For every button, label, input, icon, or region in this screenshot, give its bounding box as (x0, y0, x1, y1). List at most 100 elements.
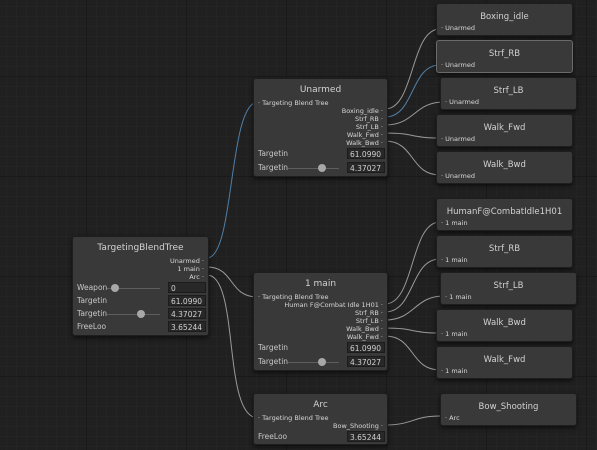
param-value-field[interactable]: 3.65244 (168, 321, 206, 332)
clip-node-strf-lb[interactable]: Strf_LB · 1 main (440, 272, 577, 305)
param-row-freelook: FreeLoo 3.65244 (256, 431, 385, 443)
param-slider-knob[interactable] (318, 358, 326, 366)
node-arc[interactable]: Arc · Targeting Blend Tree Bow_Shooting … (253, 393, 388, 445)
clip-title: Bow_Shooting (478, 402, 539, 412)
wire-main-strfrb (384, 258, 441, 313)
param-row-weapon: Weapon 0 (75, 282, 206, 294)
input-port[interactable]: · 1 main (441, 367, 468, 375)
node-title: TargetingBlendTree (97, 243, 184, 253)
output-port[interactable]: Walk_Fwd · (346, 131, 383, 139)
param-value-field[interactable]: 4.37027 (347, 356, 385, 367)
output-port[interactable]: Human F@Combat Idle 1H01 · (284, 301, 383, 309)
clip-node-boxing-idle[interactable]: Boxing_idle · Unarmed (436, 3, 573, 36)
node-title: Arc (313, 400, 328, 410)
output-port[interactable]: Walk_Bwd · (346, 325, 383, 333)
output-port-unarmed[interactable]: Unarmed · (169, 257, 204, 265)
input-port[interactable]: · Unarmed (441, 24, 476, 32)
wire-unarmed-walkbwd (384, 140, 441, 176)
input-port[interactable]: · 1 main (441, 256, 468, 264)
wire-main-humanf (384, 221, 441, 305)
input-port[interactable]: · Unarmed (441, 61, 476, 69)
clip-title: HumanF@CombatIdle1H01 (446, 207, 563, 217)
wire-unarmed-strfrb (384, 64, 441, 118)
wire-unarmed-walkfwd (384, 132, 441, 139)
param-slider-track[interactable] (288, 362, 339, 363)
node-targeting-blend-tree[interactable]: TargetingBlendTree Unarmed · 1 main · Ar… (72, 236, 209, 336)
wire-main-strflb (384, 295, 445, 321)
output-port[interactable]: Strf_LB · (355, 317, 383, 325)
output-port[interactable]: Boxing_idle · (341, 107, 383, 115)
output-port[interactable]: Strf_RB · (354, 115, 383, 123)
input-port[interactable]: · 1 main (441, 330, 468, 338)
output-port[interactable]: Strf_LB · (355, 123, 383, 131)
param-value-field[interactable]: 3.65244 (347, 431, 385, 442)
param-slider-track[interactable] (288, 168, 339, 169)
input-port[interactable]: · Targeting Blend Tree (258, 293, 329, 301)
param-value-field[interactable]: 61.0990 (347, 148, 385, 159)
output-port[interactable]: Walk_Fwd · (346, 333, 383, 341)
param-value-field[interactable]: 61.0990 (347, 342, 385, 353)
input-port[interactable]: · Unarmed (441, 172, 476, 180)
clip-title: Strf_LB (493, 86, 524, 96)
param-slider-track[interactable] (107, 314, 160, 315)
clip-node-bow-shooting[interactable]: Bow_Shooting · Arc (440, 393, 577, 426)
clip-node-strf-rb[interactable]: Strf_RB · Unarmed (436, 40, 573, 73)
wire-root-unarmed (206, 101, 259, 259)
clip-node-strf-rb[interactable]: Strf_RB · 1 main (436, 235, 573, 268)
clip-title: Walk_Fwd (483, 123, 526, 133)
input-port[interactable]: · Unarmed (441, 135, 476, 143)
param-row-targeting-2: Targetin 4.37027 (256, 356, 385, 368)
param-row-targeting-1: Targetin 61.0990 (75, 295, 206, 307)
clip-node-walk-bwd[interactable]: Walk_Bwd · Unarmed (436, 151, 573, 184)
param-value-field[interactable]: 4.37027 (347, 162, 385, 173)
output-port[interactable]: Walk_Bwd · (346, 139, 383, 147)
clip-title: Boxing_idle (480, 12, 529, 22)
wire-unarmed-strflb (384, 101, 445, 126)
clip-node-walk-bwd[interactable]: Walk_Bwd · 1 main (436, 309, 573, 342)
wire-unarmed-boxing (384, 28, 441, 110)
wire-main-walkbwd (384, 327, 441, 334)
param-row-targeting-1: Targetin 61.0990 (256, 148, 385, 160)
input-port[interactable]: · Targeting Blend Tree (258, 99, 329, 107)
wire-main-walkfwd (384, 335, 441, 371)
param-value-field[interactable]: 0 (168, 282, 206, 293)
param-slider-knob[interactable] (318, 164, 326, 172)
output-ports: Bow_Shooting · (333, 422, 383, 430)
clip-node-strf-lb[interactable]: Strf_LB · Unarmed (440, 77, 577, 110)
clip-title: Walk_Bwd (483, 160, 526, 170)
param-slider-track[interactable] (107, 288, 160, 289)
output-port[interactable]: Strf_RB · (354, 309, 383, 317)
clip-node-humanf-combat-idle[interactable]: HumanF@CombatIdle1H01 · 1 main (436, 198, 573, 231)
param-slider-knob[interactable] (111, 284, 119, 292)
clip-title: Strf_RB (488, 244, 521, 254)
clip-title: Walk_Bwd (483, 318, 526, 328)
output-port-arc[interactable]: Arc · (189, 273, 204, 281)
param-row-freelook: FreeLoo 3.65244 (75, 321, 206, 333)
wire-root-main (206, 266, 259, 298)
input-port[interactable]: · Arc (445, 414, 460, 422)
input-port[interactable]: · Targeting Blend Tree (258, 414, 329, 422)
param-row-targeting-2: Targetin 4.37027 (256, 162, 385, 174)
node-title: Unarmed (299, 85, 342, 95)
node-1-main[interactable]: 1 main · Targeting Blend Tree Human F@Co… (253, 272, 388, 371)
wire-arc-bow (384, 415, 441, 426)
node-title: 1 main (304, 279, 337, 289)
input-port[interactable]: · 1 main (441, 219, 468, 227)
output-ports: Boxing_idle · Strf_RB · Strf_LB · Walk_F… (342, 107, 383, 147)
output-ports: Human F@Combat Idle 1H01 · Strf_RB · Str… (284, 301, 383, 341)
param-slider-knob[interactable] (137, 310, 145, 318)
clip-node-walk-fwd[interactable]: Walk_Fwd · 1 main (436, 346, 573, 379)
clip-title: Strf_RB (488, 49, 521, 59)
input-port[interactable]: · 1 main (445, 293, 472, 301)
param-value-field[interactable]: 4.37027 (168, 308, 206, 319)
param-row-targeting-1: Targetin 61.0990 (256, 342, 385, 354)
output-ports: Unarmed · 1 main · Arc · (170, 257, 204, 281)
node-unarmed[interactable]: Unarmed · Targeting Blend Tree Boxing_id… (253, 78, 388, 177)
output-port[interactable]: Bow_Shooting · (333, 422, 383, 430)
clip-node-walk-fwd[interactable]: Walk_Fwd · Unarmed (436, 114, 573, 147)
output-port-1-main[interactable]: 1 main · (177, 265, 204, 273)
param-value-field[interactable]: 61.0990 (168, 295, 206, 306)
input-port[interactable]: · Unarmed (445, 98, 480, 106)
wire-root-arc (206, 274, 259, 419)
